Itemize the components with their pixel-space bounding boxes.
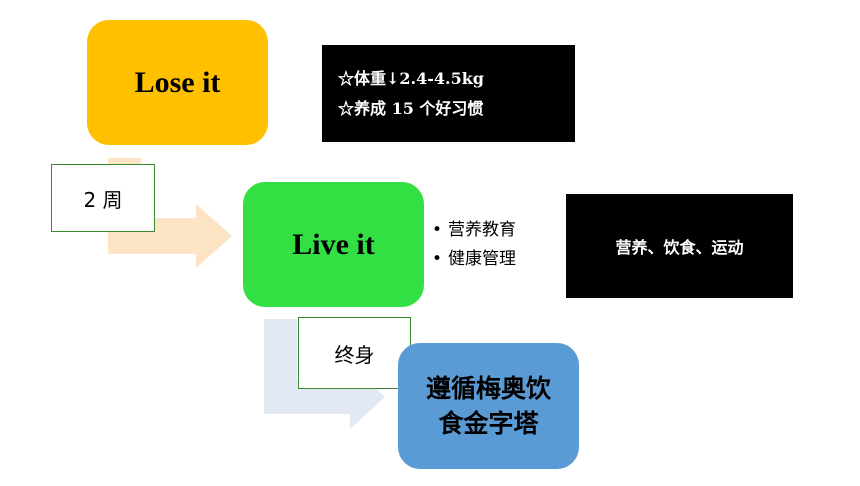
bullet-dot: • bbox=[432, 220, 443, 240]
duration-label-first: 2 周 bbox=[51, 164, 155, 232]
goal-weight: ☆体重↓2.4-4.5kg bbox=[338, 69, 484, 88]
lose-it-label: Lose it bbox=[134, 65, 221, 99]
goal-habits: ☆养成 15 个好习惯 bbox=[338, 99, 484, 118]
bullet-item: •营养教育 bbox=[432, 216, 516, 245]
pyramid-box: 遵循梅奥饮 食金字塔 bbox=[398, 343, 579, 469]
topics-box: 营养、饮食、运动 bbox=[566, 194, 793, 298]
bullet-text: 健康管理 bbox=[448, 249, 516, 269]
live-it-box: Live it bbox=[243, 182, 424, 307]
live-it-bullet-list: •营养教育 •健康管理 bbox=[432, 216, 516, 274]
duration-first-text: 2 周 bbox=[83, 187, 123, 212]
live-it-label: Live it bbox=[292, 227, 375, 261]
lose-it-box: Lose it bbox=[87, 20, 268, 145]
goals-box: ☆体重↓2.4-4.5kg ☆养成 15 个好习惯 bbox=[322, 45, 575, 142]
pyramid-line-1: 遵循梅奥饮 bbox=[425, 374, 551, 403]
duration-label-second: 终身 bbox=[298, 317, 411, 389]
bullet-text: 营养教育 bbox=[448, 220, 516, 240]
bullet-dot: • bbox=[432, 249, 443, 269]
arrow-live-to-pyramid bbox=[264, 319, 385, 429]
pyramid-line-2: 食金字塔 bbox=[438, 409, 539, 438]
topics-text: 营养、饮食、运动 bbox=[615, 238, 744, 257]
duration-second-text: 终身 bbox=[334, 342, 375, 367]
bullet-item: •健康管理 bbox=[432, 245, 516, 274]
